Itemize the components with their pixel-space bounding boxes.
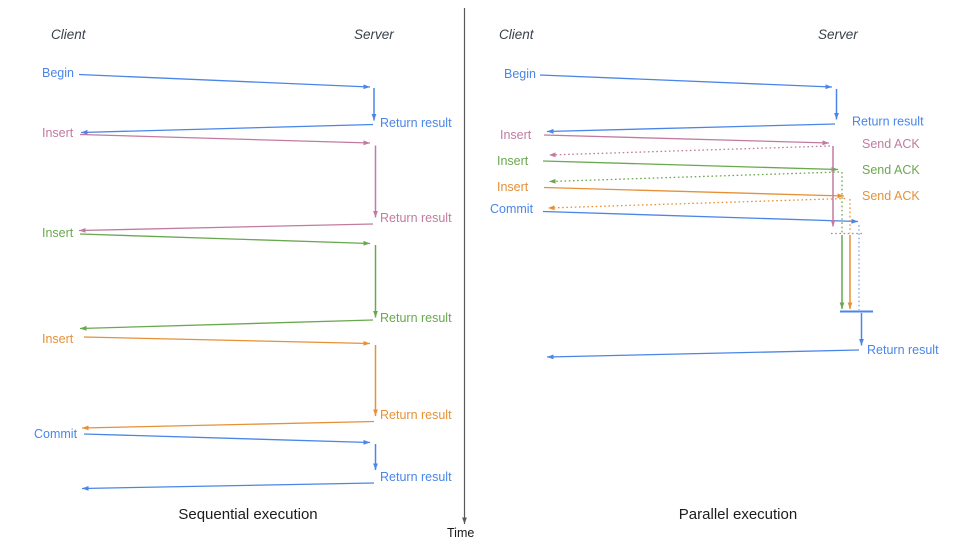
sequential-begin-return-line <box>80 123 374 134</box>
sequential-insert-1-exec-line-arrowhead <box>373 211 378 218</box>
parallel-begin-return-line <box>546 123 836 133</box>
parallel-insert-1-request-line <box>543 134 830 144</box>
parallel-insert-3-request-line-arrowhead <box>837 193 844 199</box>
sequential-insert-2-label: Insert <box>42 226 74 240</box>
parallel-insert-2-request-line <box>542 160 839 171</box>
sequential-insert-3-return-line-arrowhead <box>82 425 89 431</box>
sequential-insert-3-return-line <box>81 420 375 429</box>
sequential-insert-3-request-line-arrowhead <box>363 340 370 346</box>
sequential-insert-3-request-line <box>83 336 371 345</box>
sequential-insert-1-return-line-arrowhead <box>79 227 86 233</box>
parallel-commit-exec-line-arrowhead <box>859 339 864 346</box>
parallel-commit-request-line <box>542 210 859 223</box>
parallel-insert-3-request-line <box>543 186 845 197</box>
sequential-insert-2-request-line <box>79 233 371 245</box>
sequential-begin-exec-line-arrowhead <box>371 114 377 121</box>
sequential-return-result-1-label: Return result <box>380 116 452 130</box>
parallel-begin-label: Begin <box>504 67 536 81</box>
parallel-insert-1-ack-line <box>548 145 831 156</box>
sequential-insert-2-request-line-arrowhead <box>363 240 370 246</box>
sequential-insert-1-request-line <box>79 133 371 144</box>
parallel-commit-request-line-arrowhead <box>851 218 858 224</box>
sequential-insert-3-label: Insert <box>42 332 74 346</box>
parallel-commit-label: Commit <box>490 202 534 216</box>
parallel-insert-2-label: Insert <box>497 154 529 168</box>
sequential-commit-return-line-arrowhead <box>82 485 89 491</box>
sequential-insert-2-exec-line-arrowhead <box>373 311 378 318</box>
sequential-begin-request-line-arrowhead <box>363 84 370 90</box>
sequential-return-result-5-label: Return result <box>380 470 452 484</box>
sequential-begin-request-line <box>78 73 371 88</box>
sequential-commit-label: Commit <box>34 427 78 441</box>
sequential-title: Sequential execution <box>178 506 318 523</box>
parallel-return-result-2-label: Return result <box>867 343 939 357</box>
sequential-return-result-2-label: Return result <box>380 211 452 225</box>
parallel-insert-2-ack-line-arrowhead <box>549 178 556 184</box>
parallel-insert-1-request-line-arrowhead <box>822 140 829 146</box>
parallel-send-ack-1-label: Send ACK <box>862 137 920 151</box>
sequential-commit-exec-line-arrowhead <box>373 463 378 470</box>
parallel-insert-1-label: Insert <box>500 128 532 142</box>
parallel-send-ack-2-label: Send ACK <box>862 163 920 177</box>
sequential-commit-request-line <box>83 433 371 444</box>
time-axis-arrowhead <box>462 517 467 524</box>
sequential-begin-return-line-arrowhead <box>81 129 88 135</box>
sequential-insert-1-request-line-arrowhead <box>363 140 370 146</box>
parallel-begin-request-line <box>539 74 833 88</box>
sequential-commit-request-line-arrowhead <box>363 439 370 445</box>
parallel-insert-2-exec-line-arrowhead <box>839 302 845 309</box>
parallel-server-label: Server <box>818 27 858 42</box>
parallel-client-label: Client <box>499 27 534 42</box>
sequential-insert-1-return-line <box>78 223 374 232</box>
parallel-return-result-1-label: Return result <box>852 115 924 129</box>
parallel-title: Parallel execution <box>678 506 798 523</box>
parallel-insert-3-ack-line-arrowhead <box>548 205 555 211</box>
parallel-insert-3-ack-line <box>547 197 846 209</box>
parallel-begin-exec-line-arrowhead <box>834 113 839 120</box>
parallel-insert-1-ack-line-arrowhead <box>549 152 556 158</box>
time-axis-label: Time <box>447 526 475 540</box>
sequential-return-result-3-label: Return result <box>380 311 452 325</box>
sequential-server-label: Server <box>354 27 394 42</box>
parallel-insert-2-ack-line <box>548 171 840 183</box>
parallel-insert-3-label: Insert <box>497 180 529 194</box>
sequential-commit-return-line <box>81 482 375 490</box>
sequential-insert-1-label: Insert <box>42 126 74 140</box>
parallel-begin-return-line-arrowhead <box>547 128 554 134</box>
parallel-begin-request-line-arrowhead <box>825 84 832 90</box>
sequential-return-result-4-label: Return result <box>380 408 452 422</box>
parallel-commit-return-line <box>546 349 860 358</box>
sequential-insert-3-exec-line-arrowhead <box>373 409 378 416</box>
parallel-insert-3-exec-line-arrowhead <box>847 302 853 309</box>
parallel-insert-1-exec-line-arrowhead <box>830 220 836 227</box>
parallel-commit-return-line-arrowhead <box>547 354 554 360</box>
parallel-send-ack-3-label: Send ACK <box>862 189 920 203</box>
sequential-client-label: Client <box>51 27 86 42</box>
sequential-begin-label: Begin <box>42 66 74 80</box>
sequential-insert-2-return-line <box>79 319 374 330</box>
sequential-insert-2-return-line-arrowhead <box>80 325 87 331</box>
